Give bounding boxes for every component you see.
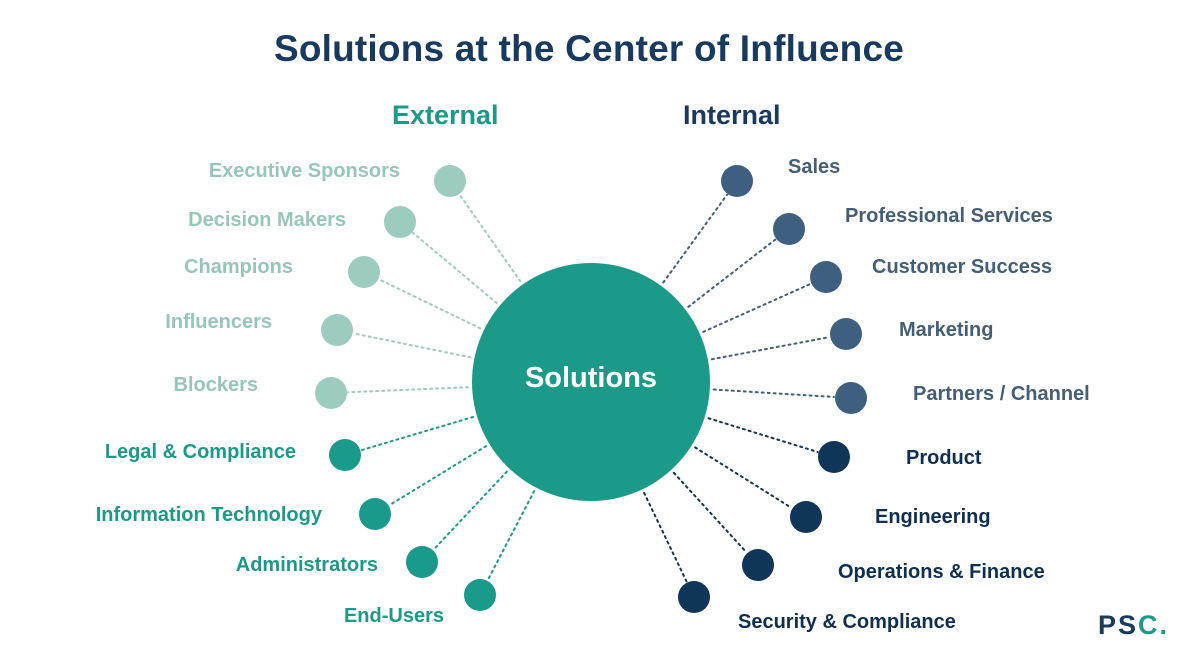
page-title: Solutions at the Center of Influence [273,28,905,69]
label-professional-services: Professional Services [845,205,1053,227]
node-blockers [315,377,347,409]
node-champions [348,256,380,288]
connector-information-technology [388,445,488,507]
connector-sales [662,193,729,284]
node-security-and-compliance [678,581,710,613]
label-engineering: Engineering [875,506,991,528]
node-sales [721,165,753,197]
internal-heading: Internal [683,100,781,130]
connector-marketing [710,336,831,361]
connector-operations-and-finance [672,471,748,554]
label-champions: Champions [184,256,293,278]
connector-partners-channel [712,388,836,398]
label-decision-makers: Decision Makers [188,209,346,231]
center-label: Solutions [524,362,658,394]
label-end-users: End-Users [343,605,444,627]
connector-engineering [694,446,793,509]
label-partners-channel: Partners / Channel [913,383,1090,405]
connector-blockers [346,386,470,394]
node-professional-services [773,213,805,245]
connector-champions [378,278,482,330]
connector-product [707,417,819,453]
label-blockers: Blockers [173,374,259,396]
connector-executive-sponsors [458,193,522,283]
label-security-and-compliance: Security & Compliance [738,611,956,633]
node-decision-makers [384,206,416,238]
solutions-circle [472,263,710,501]
connector-security-and-compliance [643,491,688,583]
logo-dot: . [1159,610,1170,640]
logo-letter-p: P [1098,610,1119,640]
node-administrators [406,546,438,578]
connector-end-users [486,490,536,581]
node-operations-and-finance [742,549,774,581]
node-information-technology [359,498,391,530]
node-influencers [321,314,353,346]
node-engineering [790,501,822,533]
connector-professional-services [687,238,777,308]
label-information-technology: Information Technology [95,504,322,526]
external-heading: External [392,100,499,130]
label-influencers: Influencers [165,311,272,333]
node-product [818,441,850,473]
node-partners-channel [835,382,867,414]
label-marketing: Marketing [899,319,994,341]
label-operations-and-finance: Operations & Finance [838,561,1045,583]
connector-influencers [352,332,472,359]
label-executive-sponsors: Executive Sponsors [208,160,400,182]
label-product: Product [906,447,982,469]
node-legal-and-compliance [329,439,361,471]
connector-administrators [432,470,508,551]
label-sales: Sales [788,156,841,178]
label-customer-success: Customer Success [872,256,1053,278]
connector-legal-and-compliance [360,415,475,452]
node-end-users [464,579,496,611]
label-administrators: Administrators [235,554,378,576]
logo-letter-c: C [1138,610,1160,640]
label-legal-and-compliance: Legal & Compliance [104,441,296,463]
connector-customer-success [702,282,812,333]
node-marketing [830,318,862,350]
psc-logo: PSC. [1098,610,1169,641]
node-executive-sponsors [434,165,466,197]
logo-letter-s: S [1118,610,1139,640]
node-customer-success [810,261,842,293]
connector-decision-makers [412,231,498,305]
